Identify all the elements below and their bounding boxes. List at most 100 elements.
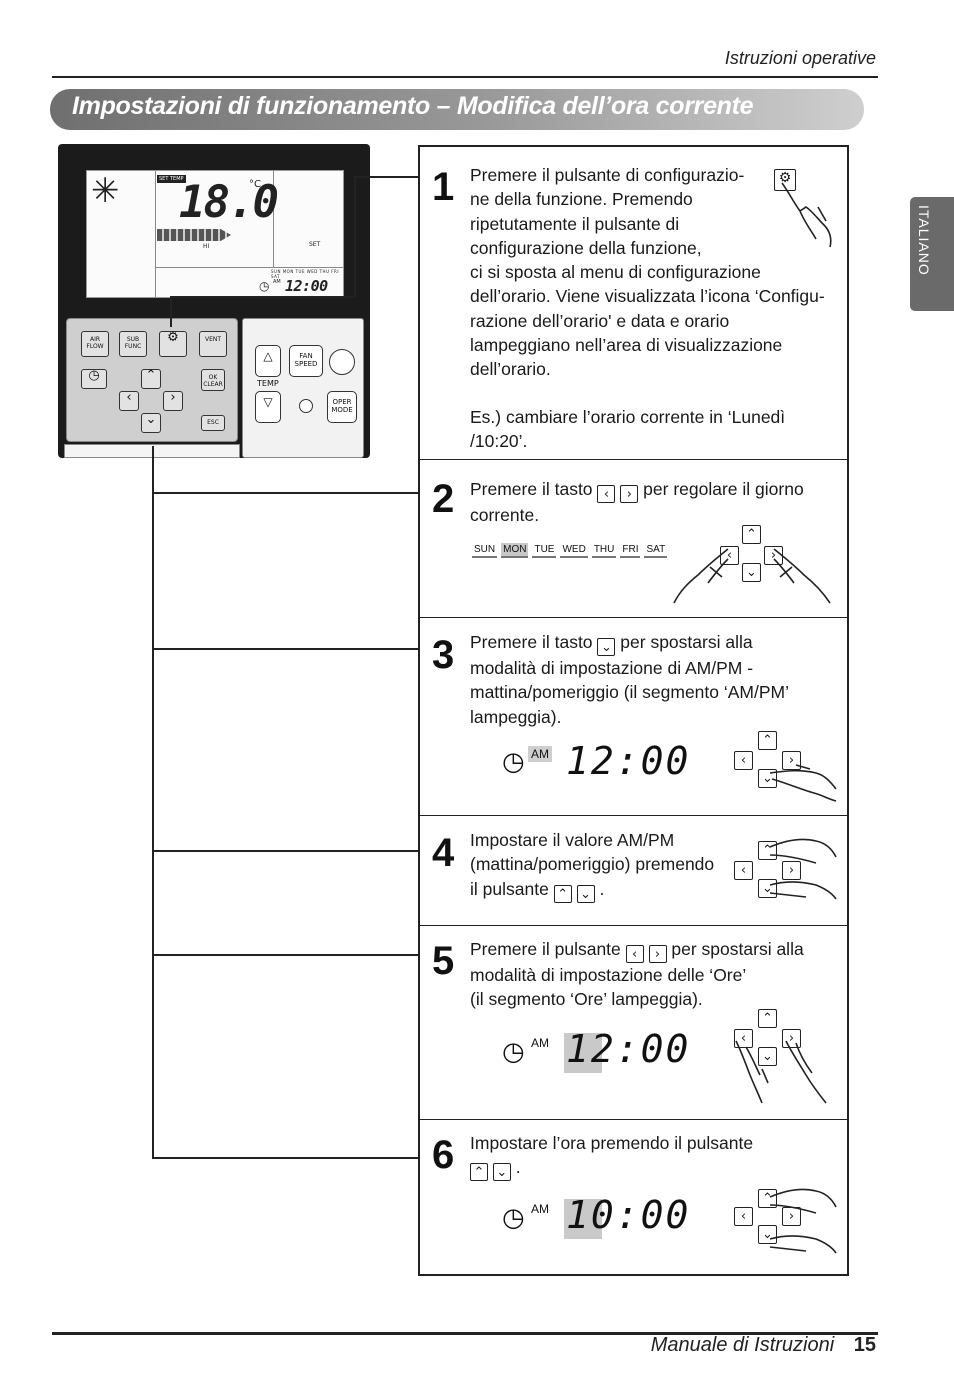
connector-line: [170, 297, 172, 327]
chevron-right-icon: ›: [170, 390, 176, 405]
remote-lcd-display: ✳ SET TEMP 18.0 °C HI SET SUN MON TUE WE…: [86, 170, 344, 298]
hour-segment-highlight: [564, 1033, 602, 1073]
language-tab-label: ITALIANO: [916, 205, 932, 276]
clock-icon: ◷: [502, 747, 525, 777]
pressing-hand-icon: [769, 838, 837, 900]
step-text: Premere il pulsante di configurazio- ne …: [470, 165, 825, 380]
running-header: Istruzioni operative: [724, 48, 876, 68]
step-text-part: per spostarsi alla: [620, 632, 753, 652]
pressing-hand-icon: [735, 1040, 769, 1104]
triangle-down-icon: ▽: [263, 395, 273, 409]
connector-line: [152, 492, 418, 494]
vent-button[interactable]: VENT: [199, 331, 227, 357]
temperature-unit: °C: [249, 179, 261, 190]
time-display: 12:00: [566, 739, 691, 783]
down-key-icon: ⌄: [597, 638, 616, 656]
step-number: 2: [432, 477, 455, 521]
section-banner: [50, 89, 864, 130]
lcd-time-readout: 12:00: [285, 277, 328, 295]
step-divider: [420, 925, 847, 926]
right-key: ›: [764, 546, 783, 565]
power-button[interactable]: [329, 349, 355, 375]
connector-line: [152, 648, 418, 650]
connector-line: [152, 954, 418, 956]
weekday-label: TUE: [532, 543, 557, 558]
right-key-icon: ›: [620, 485, 639, 503]
sub-func-button[interactable]: SUB FUNC: [119, 331, 147, 357]
step-text-part: corrente.: [470, 505, 540, 525]
fan-level-bar: [157, 229, 231, 241]
step-text-part: Premere il pulsante: [470, 939, 621, 959]
pressing-hand-icon: [781, 182, 832, 248]
step-text-part: Impostare il valore AM/PM (mattina/pomer…: [470, 830, 715, 875]
right-arrow-button[interactable]: ›: [163, 391, 183, 411]
connector-line: [170, 296, 355, 298]
down-key: ⌄: [758, 1225, 777, 1244]
reset-button[interactable]: [299, 399, 313, 413]
down-key: ⌄: [742, 563, 761, 582]
language-tab: ITALIANO: [910, 197, 954, 311]
step-text-part: per regolare il giorno: [643, 479, 804, 499]
step-text-part: .: [515, 1157, 521, 1178]
lcd-am-label: AM: [273, 279, 281, 285]
air-flow-button[interactable]: AIR FLOW: [81, 331, 109, 357]
up-arrow-button[interactable]: ⌃: [141, 369, 161, 389]
time-display: 12:00: [566, 1027, 691, 1071]
left-key: ‹: [734, 751, 753, 770]
weekday-label: WED: [560, 543, 588, 558]
lcd-divider: [155, 171, 156, 297]
set-temp-label: SET TEMP: [157, 175, 186, 183]
step-text-part: Impostare l’ora premendo il pulsante: [470, 1133, 754, 1153]
connector-line: [354, 176, 356, 297]
pressing-hand-icon: [773, 548, 831, 604]
left-key: ‹: [734, 1207, 753, 1226]
remote-controller: ✳ SET TEMP 18.0 °C HI SET SUN MON TUE WE…: [58, 144, 370, 458]
remote-right-keypad: △ TEMP ▽ FAN SPEED OPER MODE: [242, 318, 364, 458]
step-text-part: modalità di impostazione di AM/PM - matt…: [470, 658, 790, 727]
down-arrow-button[interactable]: ⌄: [141, 413, 161, 433]
step-text: Impostare il valore AM/PM (mattina/pomer…: [470, 828, 730, 903]
remote-left-keypad: AIR FLOW SUB FUNC ⚙ VENT ◷ ⌃ ‹ › ⌄ OK CL…: [66, 318, 238, 442]
esc-button[interactable]: ESC: [201, 415, 225, 431]
up-key: ⌃: [758, 731, 777, 750]
up-key-icon: ⌃: [470, 1163, 488, 1182]
step-number: 6: [432, 1133, 455, 1177]
timer-button[interactable]: ◷: [81, 369, 107, 389]
weekday-label: SAT: [644, 543, 668, 558]
fan-speed-button[interactable]: FAN SPEED: [289, 345, 323, 377]
steps-panel: 1 Premere il pulsante di configurazio- n…: [418, 145, 849, 1276]
temp-down-button[interactable]: ▽: [255, 391, 281, 423]
chevron-down-icon: ⌄: [145, 412, 157, 427]
gear-icon: ⚙: [167, 330, 179, 345]
footer-rule: [52, 1332, 878, 1335]
oper-mode-button[interactable]: OPER MODE: [327, 391, 357, 423]
pressing-hand-icon: [673, 548, 729, 604]
ok-clear-button[interactable]: OK CLEAR: [201, 369, 225, 391]
right-key: ›: [782, 861, 801, 880]
step-text: Premere il pulsante ‹ › per spostarsi al…: [470, 937, 842, 1012]
step-number: 1: [432, 165, 455, 209]
footer-title: Manuale di Istruzioni: [650, 1334, 835, 1356]
temp-up-button[interactable]: △: [255, 345, 281, 377]
am-indicator: AM: [531, 1036, 549, 1050]
triangle-up-icon: △: [263, 349, 273, 363]
left-arrow-button[interactable]: ‹: [119, 391, 139, 411]
function-setting-button[interactable]: ⚙: [159, 331, 187, 357]
header-rule: [52, 76, 878, 78]
am-indicator-blinking: AM: [528, 746, 552, 762]
step-text: Premere il tasto ‹ › per regolare il gio…: [470, 477, 842, 527]
connector-line: [152, 1157, 418, 1159]
clock-icon: ◷: [502, 1203, 525, 1233]
up-key: ⌃: [758, 1009, 777, 1028]
step-text-part: Premere il tasto: [470, 632, 593, 652]
right-key-icon: ›: [648, 945, 667, 963]
down-key: ⌄: [758, 769, 777, 788]
clock-icon: ◷: [502, 1037, 525, 1067]
up-key: ⌃: [742, 525, 761, 544]
lcd-days-row: SUN MON TUE WED THU FRI SAT: [271, 269, 340, 279]
gear-icon: ⚙: [778, 170, 792, 186]
time-display: 10:00: [566, 1193, 691, 1237]
lcd-divider: [273, 171, 274, 267]
weekday-label: SUN: [472, 543, 498, 558]
